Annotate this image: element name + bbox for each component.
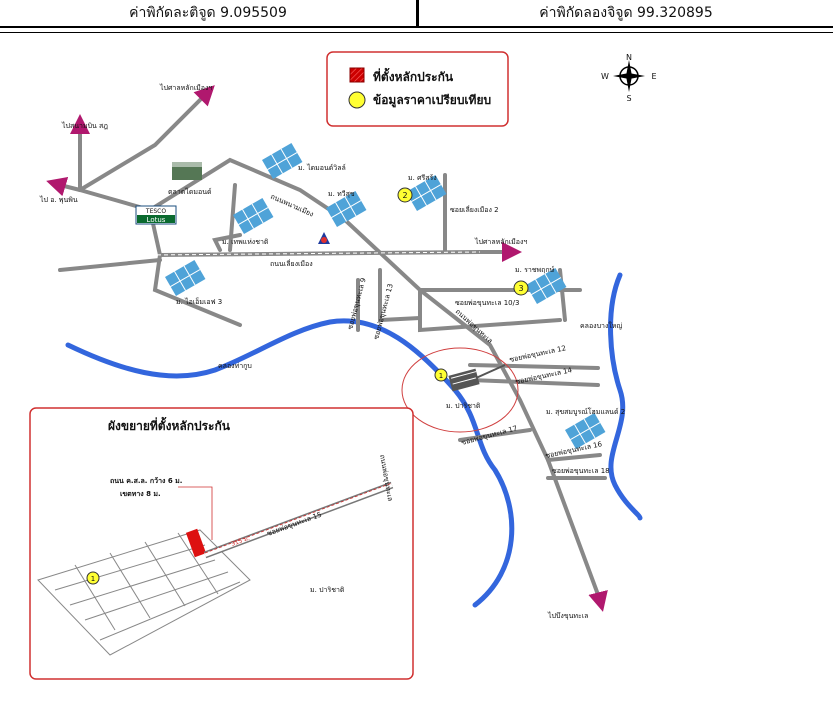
village-tiles [165,143,606,450]
header-divider [0,32,833,33]
collateral-highlight-ring [401,347,519,433]
map-legend: ที่ตั้งหลักประกัน ข้อมูลราคาเปรียบเทียบ [326,51,509,127]
compass-e: E [651,72,656,81]
label-to-bueng: ไปบึงขุนทะเล [547,611,588,620]
inset-marker-text: 1 [91,575,95,583]
label-to-city-north: ไปศาลหลักเมืองฯ [159,83,212,92]
inset-map: ผังขยายที่ตั้งหลักประกัน ถนน ค.ส.ล. กว้า… [29,407,414,680]
latitude-text: ค่าพิกัดละติจูด 9.095509 [129,5,287,21]
inset-callout-line [178,486,213,540]
label-soi-17: ซอยพ่อขุนทะเล 17 [460,424,518,447]
label-road-liang-mueang: ถนนเลี่ยงเมือง [270,259,313,268]
market-icon [172,162,202,180]
comparable-marker-3: 3 [513,280,529,296]
legend-collateral-swatch [349,67,365,83]
label-soi-18: ซอยพ่อขุนทะเล 18 [552,467,610,475]
main-road-dashed [149,251,481,256]
tesco-text: TESCO [145,208,166,215]
inset-setback: เขตทาง 8 ม. [120,490,161,498]
gas-station-icon [318,232,330,244]
inset-marker-1 [86,571,100,585]
road-network [58,93,607,602]
label-prichat: ม. ปาริชาติ [446,402,481,410]
longitude-text: ค่าพิกัดลองจิจูด 99.320895 [539,5,713,21]
inset-road-width: ถนน ค.ส.ล. กว้าง 6 ม. [110,476,182,485]
legend-comparable-swatch [348,91,366,109]
legend-comparable-label: ข้อมูลราคาเปรียบเทียบ [373,93,491,108]
label-to-airport: ไปสนามบิน สฎ [61,121,108,130]
legend-collateral-label: ที่ตั้งหลักประกัน [373,67,454,84]
lotus-text: Lotus [147,216,166,224]
label-to-phunphin: ไป อ. พุนพิน [39,195,78,204]
tesco-lotus-logo: TESCO Lotus [135,205,177,225]
label-market: ตลาดไดมอนด์ [168,187,212,196]
compass-s: S [626,94,631,103]
label-sukhsom: ม. สุขสมบูรณ์โฮมแลนด์ 2 [546,407,625,416]
compass-w: W [601,72,609,81]
label-khlong-tha-ku: คลองท่ากูบ [218,362,252,370]
compass-rose: N S E W [601,53,656,103]
label-siam-3: ม. ไอเอ็มเอฟ 3 [176,297,222,306]
collateral-marker-1: 1 [434,368,448,382]
label-soi-liang-mueang-2: ซอยเลี่ยงเมือง 2 [450,205,499,214]
river-khlong-bang-yai [608,272,643,521]
inset-prichat: ม. ปาริชาติ [310,586,345,594]
marker-2-text: 2 [402,191,407,200]
inset-collateral-plot [185,528,207,558]
marker-1-text: 1 [439,372,443,380]
inset-title: ผังขยายที่ตั้งหลักประกัน [108,416,231,433]
label-to-city-east: ไปศาลหลักเมืองฯ [474,237,527,246]
label-soi-12: ซอยพ่อขุนทะเล 12 [509,344,567,364]
label-khlong-bang-yai: คลองบางใหญ่ [580,321,622,330]
prichat-village-plan [448,364,506,392]
compass-n: N [626,53,632,62]
label-thepha-haeng-chat: ม. เทพแห่งชาติ [222,238,269,246]
label-diamond-ville: ม. ไดมอนด์วิลล์ [298,163,346,172]
label-srilong: ม. ศรีสร้ง [408,174,437,182]
label-thawisuk: ม. ทวีสุข [328,190,355,198]
label-rachaphruek: ม. ราชพฤกษ์ [515,266,555,274]
coordinate-header: ค่าพิกัดละติจูด 9.095509 ค่าพิกัดลองจิจู… [0,0,833,30]
marker-3-text: 3 [518,284,523,293]
comparable-marker-2: 2 [397,187,413,203]
longitude-cell: ค่าพิกัดลองจิจูด 99.320895 [417,0,833,28]
direction-arrows [46,85,608,612]
river-khlong-tha-ku [65,318,515,608]
label-soi-10-3: ซอยพ่อขุนทะเล 10/3 [455,299,519,307]
